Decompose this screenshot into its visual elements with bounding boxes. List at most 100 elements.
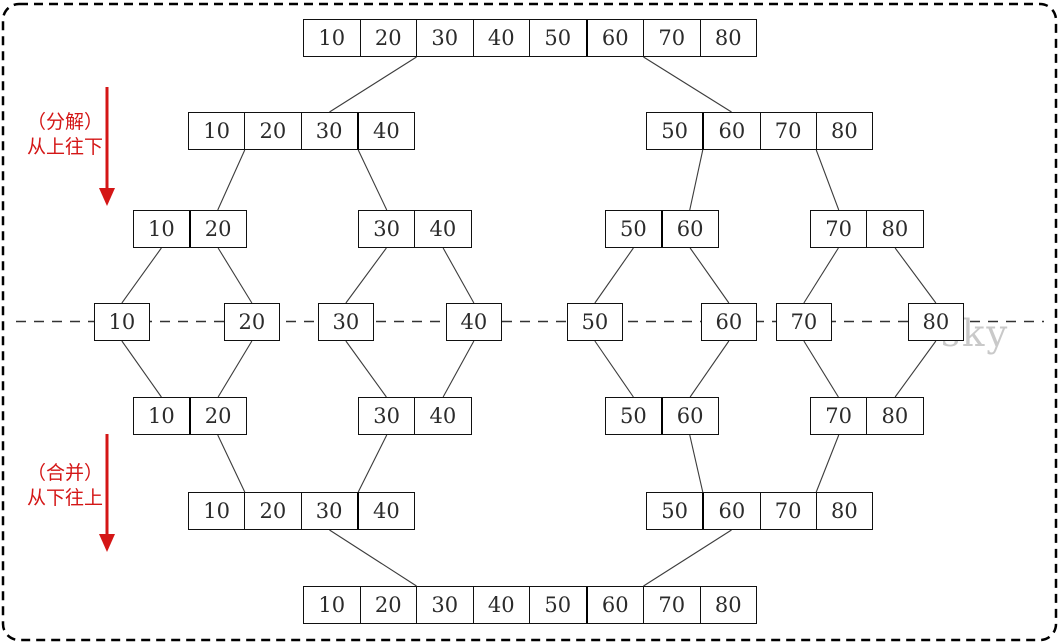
connector-line: [815, 434, 840, 493]
decompose-arrow-head: [99, 188, 115, 206]
array-cell: 60: [702, 113, 759, 149]
array-node-row4-box3: 70 80: [810, 397, 924, 435]
merge-label-line2: 从下往上: [26, 487, 103, 509]
array-node-row4-box2: 50 60: [605, 397, 719, 435]
array-cell: 20: [359, 587, 417, 623]
array-cell: 50: [620, 217, 647, 241]
array-node-row2-box0: 10 20: [133, 210, 247, 248]
array-cell: 80: [699, 587, 757, 623]
connector-line: [442, 247, 475, 304]
array-node-row3-box5: 60: [700, 303, 758, 341]
array-cell: 10: [203, 499, 230, 523]
array-cell: 70: [825, 404, 852, 428]
array-cell: 20: [244, 493, 300, 529]
connector-line: [689, 434, 704, 493]
array-cell: 80: [866, 398, 922, 434]
connector-line: [121, 247, 162, 304]
connector-line: [643, 56, 732, 113]
array-cell: 20: [188, 211, 246, 247]
connector-line: [357, 434, 388, 493]
array-cell: 80: [815, 113, 872, 149]
array-node-row3-box7: 80: [907, 303, 965, 341]
array-cell: 20: [238, 310, 266, 334]
decompose-label: （分解） 从上往下: [13, 110, 117, 160]
array-cell: 50: [581, 310, 609, 334]
array-node-row3-box1: 20: [223, 303, 281, 341]
merge-label: （合并） 从下往上: [13, 461, 117, 511]
array-cell: 60: [585, 587, 644, 623]
array-cell: 40: [414, 211, 470, 247]
merge-label-line1: （合并）: [26, 462, 103, 484]
array-cell: 60: [702, 493, 759, 529]
array-cell: 60: [585, 20, 644, 56]
array-cell: 70: [643, 587, 700, 623]
array-cell: 70: [759, 113, 816, 149]
connector-line: [217, 247, 253, 304]
array-cell: 50: [661, 119, 688, 143]
array-cell: 40: [356, 493, 414, 529]
array-cell: 30: [373, 404, 400, 428]
connector-line: [357, 149, 388, 211]
array-cell: 80: [815, 493, 872, 529]
connector-line: [894, 247, 937, 304]
array-cell: 60: [660, 211, 718, 247]
array-cell: 50: [529, 587, 586, 623]
array-node-row3-box2: 30: [317, 303, 375, 341]
array-node-row3-box0: 10: [93, 303, 151, 341]
connector-line: [594, 340, 634, 398]
array-cell: 80: [922, 310, 950, 334]
connector-line: [689, 149, 704, 211]
array-cell: 20: [188, 398, 246, 434]
decompose-label-line1: （分解）: [26, 111, 103, 133]
connector-line: [594, 247, 634, 304]
connector-line: [689, 247, 730, 304]
array-cell: 60: [660, 398, 718, 434]
connector-line: [217, 340, 253, 398]
array-cell: 30: [416, 587, 473, 623]
array-node-row2-box2: 50 60: [605, 210, 719, 248]
array-cell: 10: [108, 310, 136, 334]
array-cell: 30: [373, 217, 400, 241]
connector-line: [442, 340, 475, 398]
array-cell: 10: [148, 404, 175, 428]
array-cell: 30: [300, 113, 357, 149]
array-cell: 40: [460, 310, 488, 334]
array-cell: 40: [472, 587, 530, 623]
merge-arrow-head: [99, 534, 115, 552]
array-cell: 80: [866, 211, 922, 247]
array-cell: 40: [414, 398, 470, 434]
array-cell: 70: [825, 217, 852, 241]
array-cell: 50: [529, 20, 586, 56]
array-node-row3-box6: 70: [775, 303, 833, 341]
connector-line: [815, 149, 840, 211]
connector-line: [803, 340, 839, 398]
connector-line: [217, 149, 246, 211]
connector-line: [345, 340, 387, 398]
connector-line: [643, 529, 732, 587]
array-cell: 60: [715, 310, 743, 334]
array-cell: 50: [661, 499, 688, 523]
array-node-row3-box4: 50: [566, 303, 624, 341]
array-cell: 30: [416, 20, 473, 56]
array-cell: 10: [318, 593, 346, 617]
decompose-label-line2: 从上往下: [26, 136, 103, 158]
array-node-row2-box1: 30 40: [358, 210, 472, 248]
connector-line: [345, 247, 387, 304]
array-cell: 30: [332, 310, 360, 334]
array-cell: 80: [699, 20, 757, 56]
array-node-row2-box3: 70 80: [810, 210, 924, 248]
array-cell: 10: [148, 217, 175, 241]
array-cell: 70: [759, 493, 816, 529]
connector-line: [217, 434, 246, 493]
array-cell: 40: [356, 113, 414, 149]
array-cell: 50: [620, 404, 647, 428]
array-cell: 10: [203, 119, 230, 143]
